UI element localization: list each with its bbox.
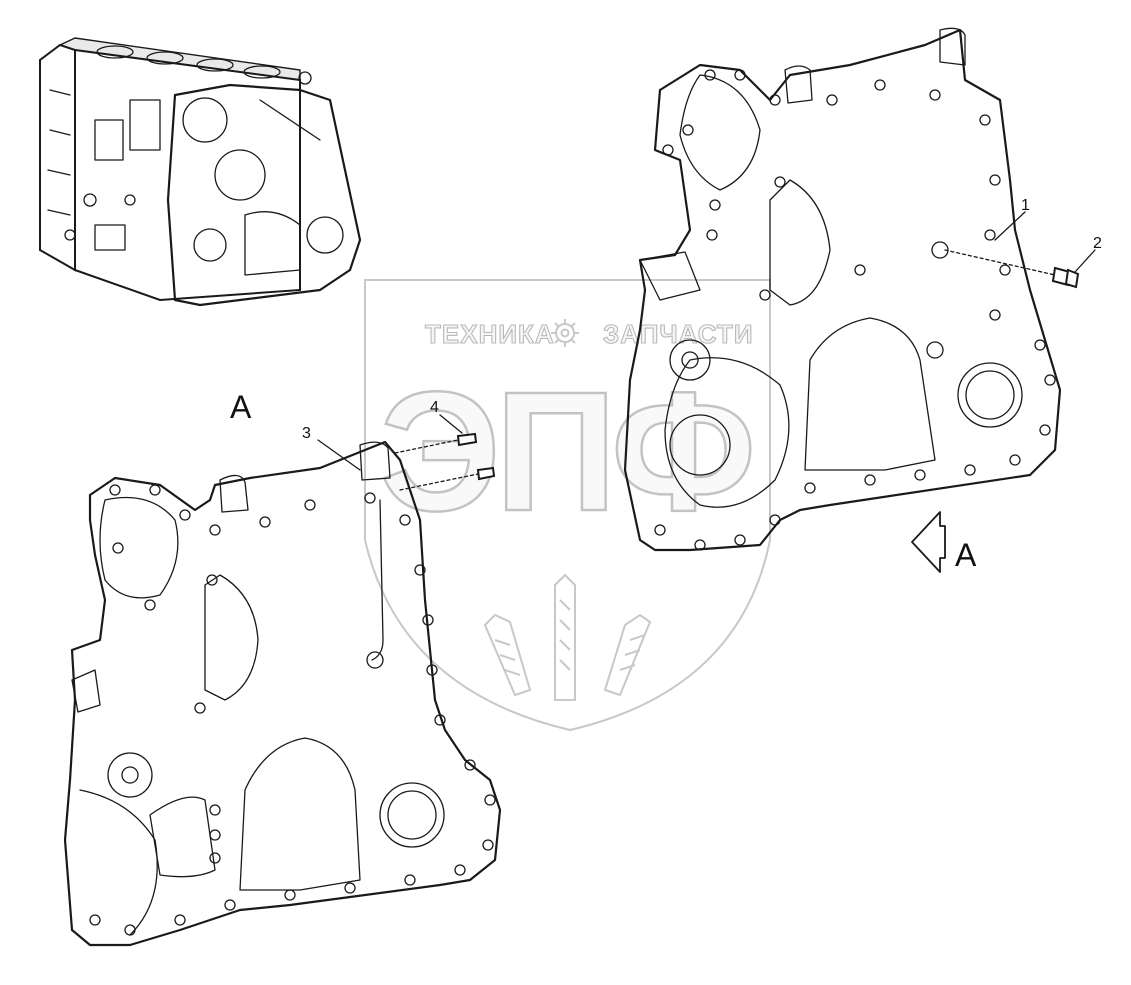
bolt-holes-left <box>89 484 496 936</box>
leader-4 <box>439 414 463 434</box>
view-label-a: A <box>230 389 252 425</box>
callout-1: 1 <box>1021 197 1030 214</box>
watermark-shield-icon <box>364 279 771 732</box>
view-direction-arrow-icon <box>911 511 946 573</box>
gear-icon <box>551 319 579 347</box>
engine-block-assembly <box>39 37 362 307</box>
leader-3 <box>317 439 361 471</box>
front-timing-cover-left <box>63 414 502 947</box>
leader-1 <box>994 211 1026 241</box>
callout-2: 2 <box>1093 235 1102 252</box>
bolt-part-2 <box>944 249 1080 289</box>
view-arrow-label-a: A <box>955 537 977 573</box>
watermark: ТЕХНИКА ЗАПЧАСТИ ЭПФ <box>364 279 771 732</box>
callout-4: 4 <box>430 399 439 416</box>
wheat-ears-icon <box>483 573 652 701</box>
stud-part-4 <box>394 432 496 491</box>
watermark-monogram: ЭПФ <box>380 357 751 547</box>
leader-2 <box>1074 249 1096 273</box>
bolt-holes-right <box>654 69 1056 551</box>
front-timing-cover-right <box>623 27 1096 552</box>
watermark-left-word: ТЕХНИКА <box>425 319 555 349</box>
callout-3: 3 <box>302 425 311 442</box>
